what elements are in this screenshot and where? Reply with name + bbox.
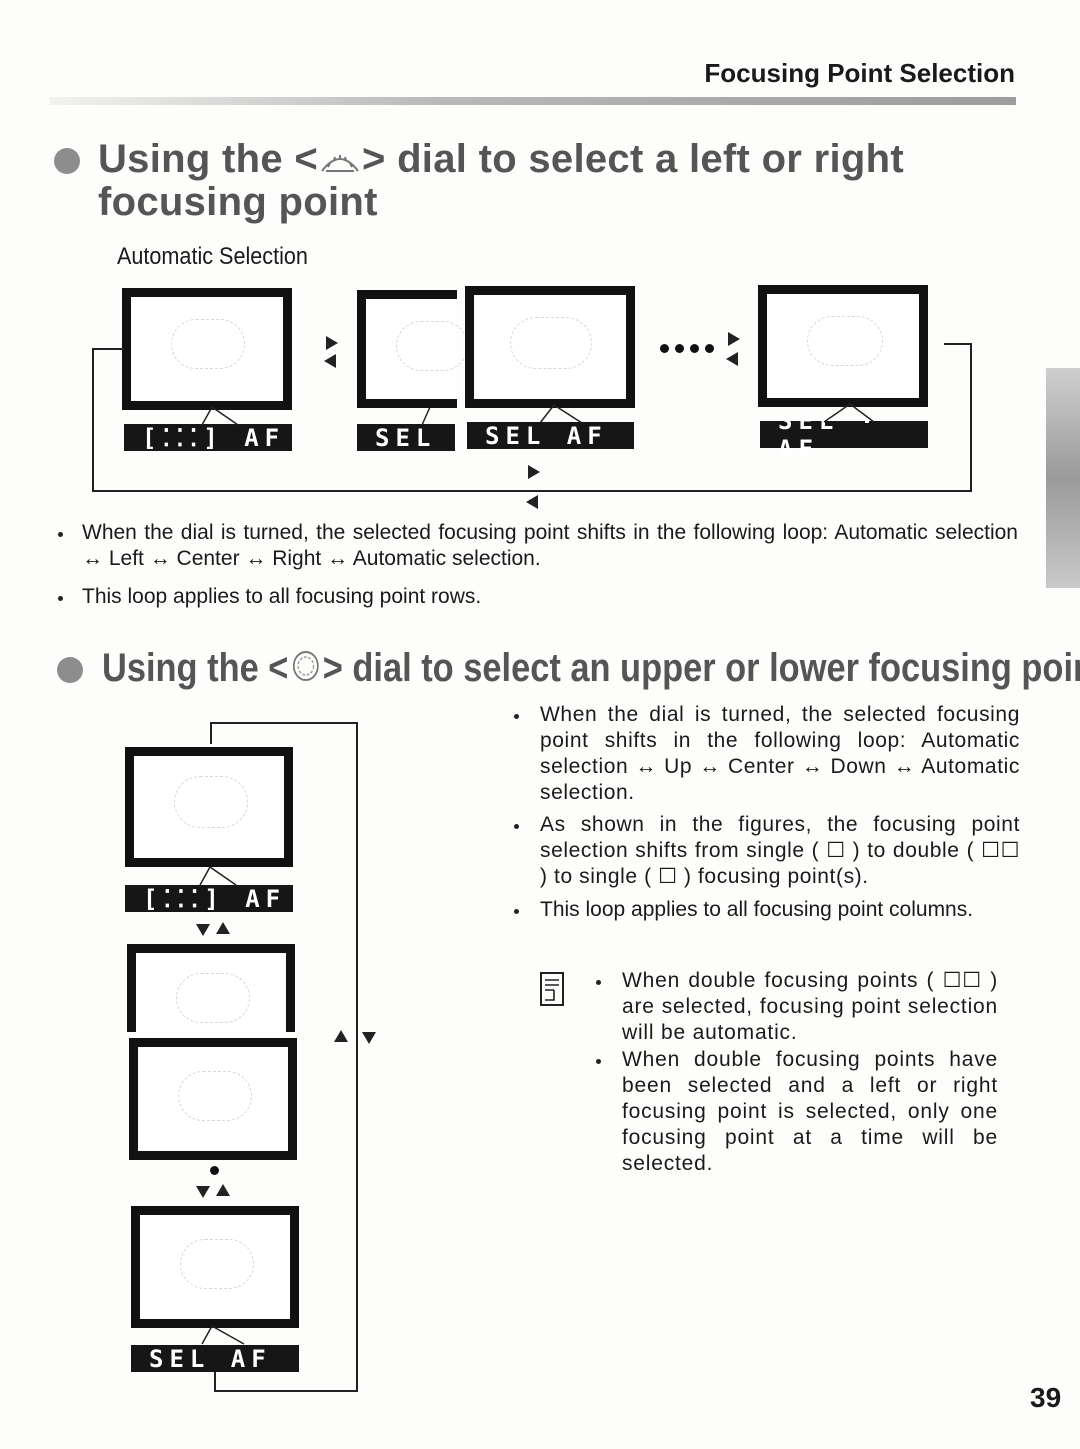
viewfinder-right — [758, 285, 928, 407]
viewfinder-v-center — [129, 1038, 297, 1160]
note-icon — [540, 972, 564, 1006]
loop-arrow-left-icon — [526, 495, 538, 509]
focus-points-right — [807, 316, 883, 366]
pointer-lines-4 — [823, 403, 875, 423]
section2-heading-bullet — [57, 657, 83, 683]
lcd-v-auto-af: [⁚⁚⁚] AF — [125, 885, 293, 913]
focus-points-v-down — [180, 1239, 254, 1289]
note-1: When double focusing points ( ☐☐ ) are s… — [596, 968, 998, 1046]
quick-control-dial-icon — [288, 648, 322, 684]
focus-points-v-up — [176, 973, 250, 1023]
sequence-dot — [210, 1166, 219, 1175]
side-arrow-up-icon — [334, 1030, 348, 1042]
focus-points-left — [396, 321, 468, 371]
section1-heading-part2: > dial to select a left or right — [362, 137, 904, 181]
section2-bullet-2-text: As shown in the figures, the focusing po… — [540, 813, 1020, 888]
lcd-v-sel-af: SEL AF — [131, 1345, 299, 1373]
arrow-up-icon — [216, 922, 230, 934]
viewfinder-v-down — [131, 1206, 299, 1328]
pointer-lines-3 — [539, 403, 583, 424]
section2-bullet-3-text: This loop applies to all focusing point … — [540, 898, 974, 921]
arrow-up-icon — [216, 1184, 230, 1196]
sequence-dots — [660, 340, 720, 358]
section1-heading-line2: focusing point — [98, 180, 378, 224]
arrow-right-icon — [326, 336, 338, 350]
side-thumb-tab — [1046, 368, 1080, 588]
note-2-text: When double focusing points have been se… — [622, 1048, 998, 1175]
section2-heading: Using the < > dial to select an upper or… — [102, 646, 1080, 691]
page-header-title: Focusing Point Selection — [704, 58, 1015, 88]
focus-points-auto — [171, 319, 245, 369]
section1-bullet-1-text: When the dial is turned, the selected fo… — [82, 521, 1018, 570]
section1-bullet-1: When the dial is turned, the selected fo… — [58, 520, 1018, 572]
section2-heading-part1: Using the < — [102, 646, 289, 690]
viewfinder-v-up — [127, 944, 295, 1032]
pointer-lines-2 — [421, 406, 431, 426]
viewfinder-center — [465, 286, 635, 408]
lcd-sel: SEL — [357, 424, 455, 452]
section2-bullet-1: When the dial is turned, the selected fo… — [514, 702, 1020, 806]
section2-bullet-2: As shown in the figures, the focusing po… — [514, 812, 1020, 890]
section1-heading-line1: Using the < > dial to select a left or r… — [98, 139, 904, 179]
viewfinder-auto — [122, 288, 292, 410]
pointer-lines-1 — [201, 405, 239, 426]
section1-heading-part1: Using the < — [98, 137, 318, 181]
section2-bullet-3: This loop applies to all focusing point … — [514, 897, 1020, 923]
horizontal-loop-diagram: [⁚⁚⁚] AF SEL SEL AF SEL · AF — [0, 0, 1080, 520]
arrow-down-icon — [196, 1186, 210, 1198]
side-arrow-down-icon — [362, 1032, 376, 1044]
arrow-left-icon — [324, 354, 336, 368]
arrow-right-icon — [728, 332, 740, 346]
arrow-left-icon — [726, 352, 738, 366]
section1-heading-bullet — [54, 148, 80, 174]
pointer-lines-v2 — [201, 1324, 245, 1345]
section2-heading-part2: > dial to select an upper or lower focus… — [322, 646, 1080, 690]
vertical-loop-diagram: [⁚⁚⁚] AF SEL AF — [0, 700, 480, 1420]
header-rule — [50, 97, 1016, 105]
viewfinder-left — [357, 290, 468, 408]
main-dial-icon — [318, 142, 362, 173]
page-number: 39 — [1030, 1382, 1062, 1413]
note-1-text: When double focusing points ( ☐☐ ) are s… — [622, 969, 998, 1044]
pointer-lines-v1 — [199, 865, 237, 886]
note-2: When double focusing points have been se… — [596, 1047, 998, 1177]
loop-arrow-right-icon — [528, 465, 540, 479]
focus-points-v-auto — [174, 776, 248, 828]
section1-bullet-2-text: This loop applies to all focusing point … — [82, 585, 482, 608]
lcd-auto-af: [⁚⁚⁚] AF — [124, 424, 292, 452]
arrow-down-icon — [196, 924, 210, 936]
lcd-sel-af: SEL AF — [467, 422, 634, 450]
automatic-selection-label: Automatic Selection — [117, 243, 308, 270]
section1-bullet-2: This loop applies to all focusing point … — [58, 584, 982, 610]
focus-points-v-center — [178, 1071, 252, 1121]
viewfinder-v-auto — [125, 747, 293, 867]
section2-bullet-1-text: When the dial is turned, the selected fo… — [540, 703, 1020, 804]
focus-points-center — [510, 317, 592, 369]
lcd-sel-dot-af: SEL · AF — [760, 407, 928, 463]
